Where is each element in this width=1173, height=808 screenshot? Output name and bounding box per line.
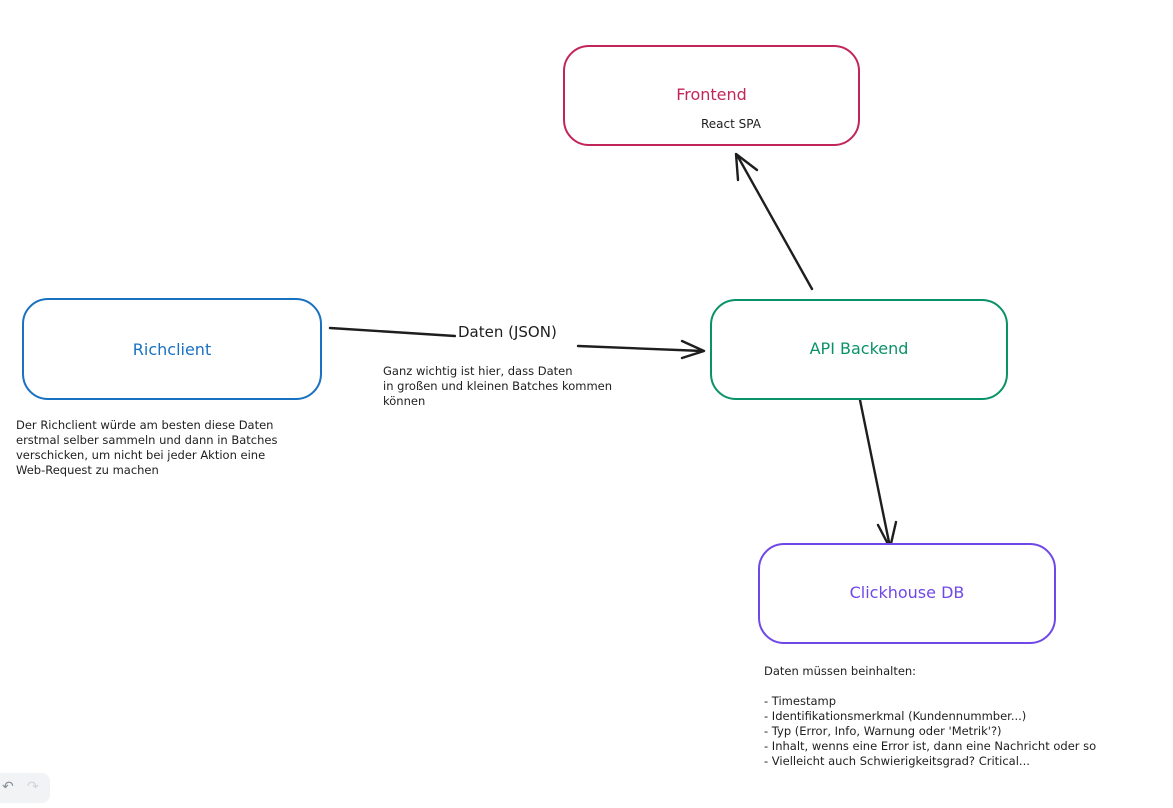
richclient-title: Richclient: [132, 340, 212, 359]
edge-richclient-to-api-arrowhead: [680, 339, 706, 360]
data-contents-note[interactable]: Daten müssen beinhalten: - Timestamp - I…: [764, 664, 1097, 768]
edge-label-data-json[interactable]: Daten (JSON): [456, 323, 559, 341]
richclient-node[interactable]: Richclient: [22, 298, 322, 400]
frontend-title: Frontend: [676, 85, 747, 104]
undo-redo-toolbar: ↶ ↷: [0, 773, 50, 803]
richclient-note[interactable]: Der Richclient würde am besten diese Dat…: [16, 418, 278, 477]
frontend-subtitle: React SPA: [701, 117, 761, 131]
edge-richclient-to-api[interactable]: [328, 326, 705, 353]
api-backend-node[interactable]: API Backend: [710, 299, 1008, 400]
frontend-node[interactable]: Frontend React SPA: [563, 45, 860, 146]
clickhouse-db-node[interactable]: Clickhouse DB: [758, 543, 1056, 644]
batches-note[interactable]: Ganz wichtig ist hier, dass Daten in gro…: [383, 364, 613, 408]
edge-api-to-clickhouse[interactable]: [858, 398, 892, 549]
undo-icon[interactable]: ↶: [2, 779, 14, 795]
edge-api-to-frontend[interactable]: [735, 153, 814, 291]
clickhouse-db-title: Clickhouse DB: [849, 583, 965, 602]
api-backend-title: API Backend: [809, 339, 909, 358]
edge-api-to-frontend-arrowhead: [734, 152, 759, 182]
redo-icon[interactable]: ↷: [27, 779, 39, 795]
